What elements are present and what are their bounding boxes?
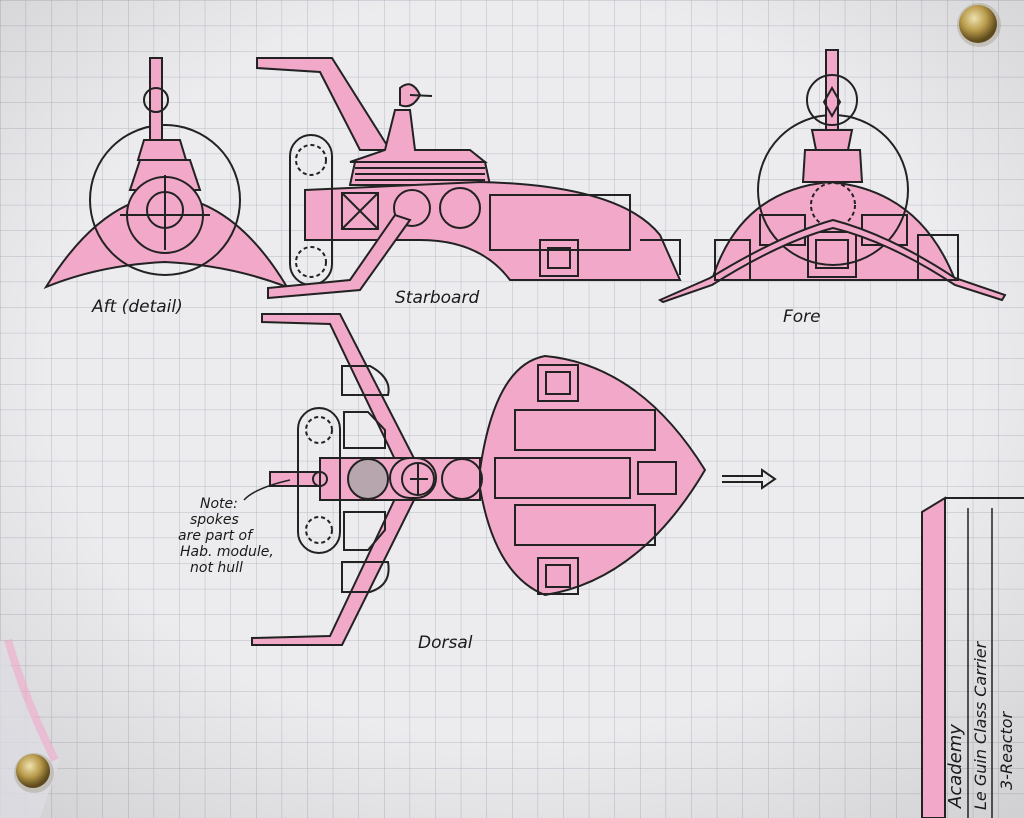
spokes-note: Note: spokes are part of Hab. module, no…	[178, 496, 274, 576]
starboard-view-drawing	[256, 57, 682, 300]
aft-view-drawing	[43, 57, 290, 290]
note-line: spokes	[190, 512, 239, 528]
starboard-label: Starboard	[395, 288, 479, 308]
aft-label: Aft (detail)	[91, 297, 183, 317]
title-line-1: Academy	[945, 724, 966, 809]
note-leader-line	[243, 479, 291, 501]
dorsal-label: Dorsal	[418, 633, 473, 653]
note-line: not hull	[190, 560, 243, 576]
note-heading: Note:	[200, 496, 238, 512]
note-line: Hab. module,	[180, 544, 274, 560]
title-line-3: 3-Reactor	[997, 710, 1016, 790]
pushpin-top-right	[957, 3, 1001, 47]
dorsal-view-drawing	[251, 313, 777, 646]
fore-view-drawing	[657, 49, 1007, 304]
fore-label: Fore	[783, 307, 821, 327]
title-block: Academy Le Guin Class Carrier 3-Reactor	[921, 496, 1024, 818]
note-line: are part of	[178, 528, 254, 544]
title-line-2: Le Guin Class Carrier	[971, 640, 990, 810]
pushpin-bottom-left	[14, 753, 54, 793]
